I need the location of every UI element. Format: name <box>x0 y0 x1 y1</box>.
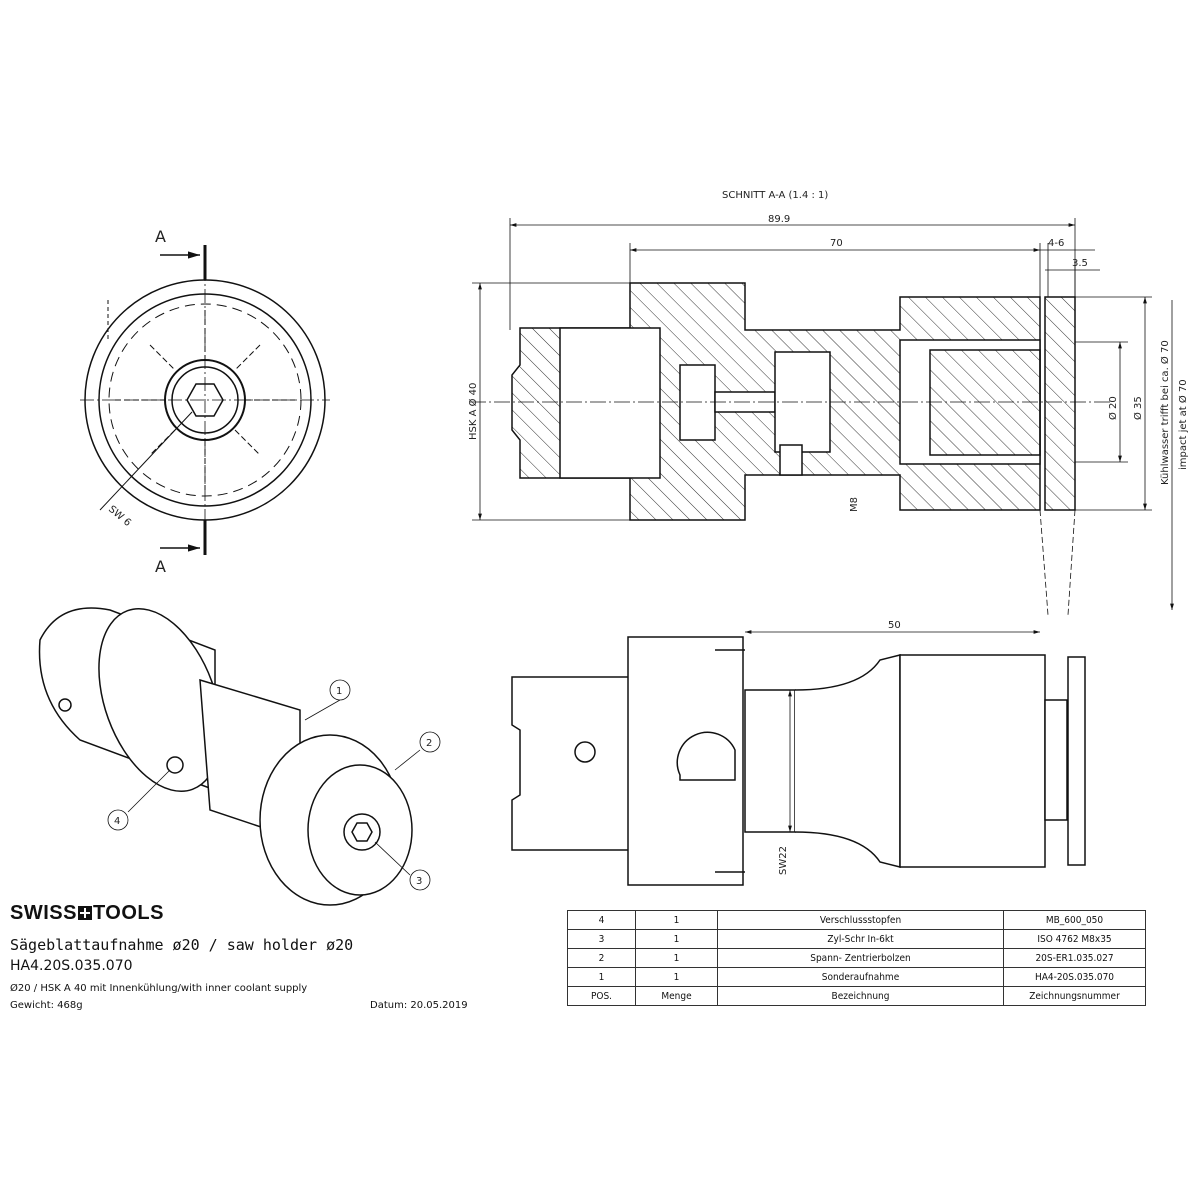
cut-marker-bottom: A <box>155 557 166 576</box>
balloon-2: 2 <box>426 738 432 749</box>
coolant-note-en: impact jet at Ø 70 <box>1177 379 1189 470</box>
description: Ø20 / HSK A 40 mit Innenkühlung/with inn… <box>10 983 308 994</box>
date: Datum: 20.05.2019 <box>370 1000 468 1011</box>
balloon-1: 1 <box>336 686 342 697</box>
section-title: SCHNITT A-A (1.4 : 1) <box>722 190 828 201</box>
dim-length-50: 50 <box>888 620 901 631</box>
swiss-cross-icon <box>77 906 92 920</box>
weight: Gewicht: 468g <box>10 1000 83 1011</box>
section-dimensions <box>472 218 1174 610</box>
balloons <box>107 679 441 891</box>
part-number: HA4.20S.035.070 <box>10 958 133 974</box>
dim-sw22: SW22 <box>778 846 789 875</box>
side-view <box>511 630 1086 886</box>
dim-overall-length: 89.9 <box>768 214 790 225</box>
coolant-note-de: Kühlwasser trifft bei ca. Ø 70 <box>1159 340 1171 485</box>
dim-thread: M8 <box>849 497 860 512</box>
balloon-4: 4 <box>114 816 120 827</box>
dim-length-70: 70 <box>830 238 843 249</box>
dim-disc: 3.5 <box>1072 258 1088 269</box>
drawing-title: Sägeblattaufnahme ø20 / saw holder ø20 <box>10 936 354 954</box>
isometric-view <box>38 607 413 906</box>
balloon-3: 3 <box>416 876 422 887</box>
front-view <box>80 245 330 555</box>
dim-dia35: Ø 35 <box>1132 396 1144 420</box>
dim-dia20: Ø 20 <box>1107 396 1119 420</box>
dim-sw6: SW 6 <box>106 504 133 529</box>
dim-gap: 4-6 <box>1048 238 1064 249</box>
section-view <box>470 282 1110 616</box>
dim-hsk: HSK A Ø 40 <box>467 383 479 440</box>
cut-marker-top: A <box>155 227 166 246</box>
